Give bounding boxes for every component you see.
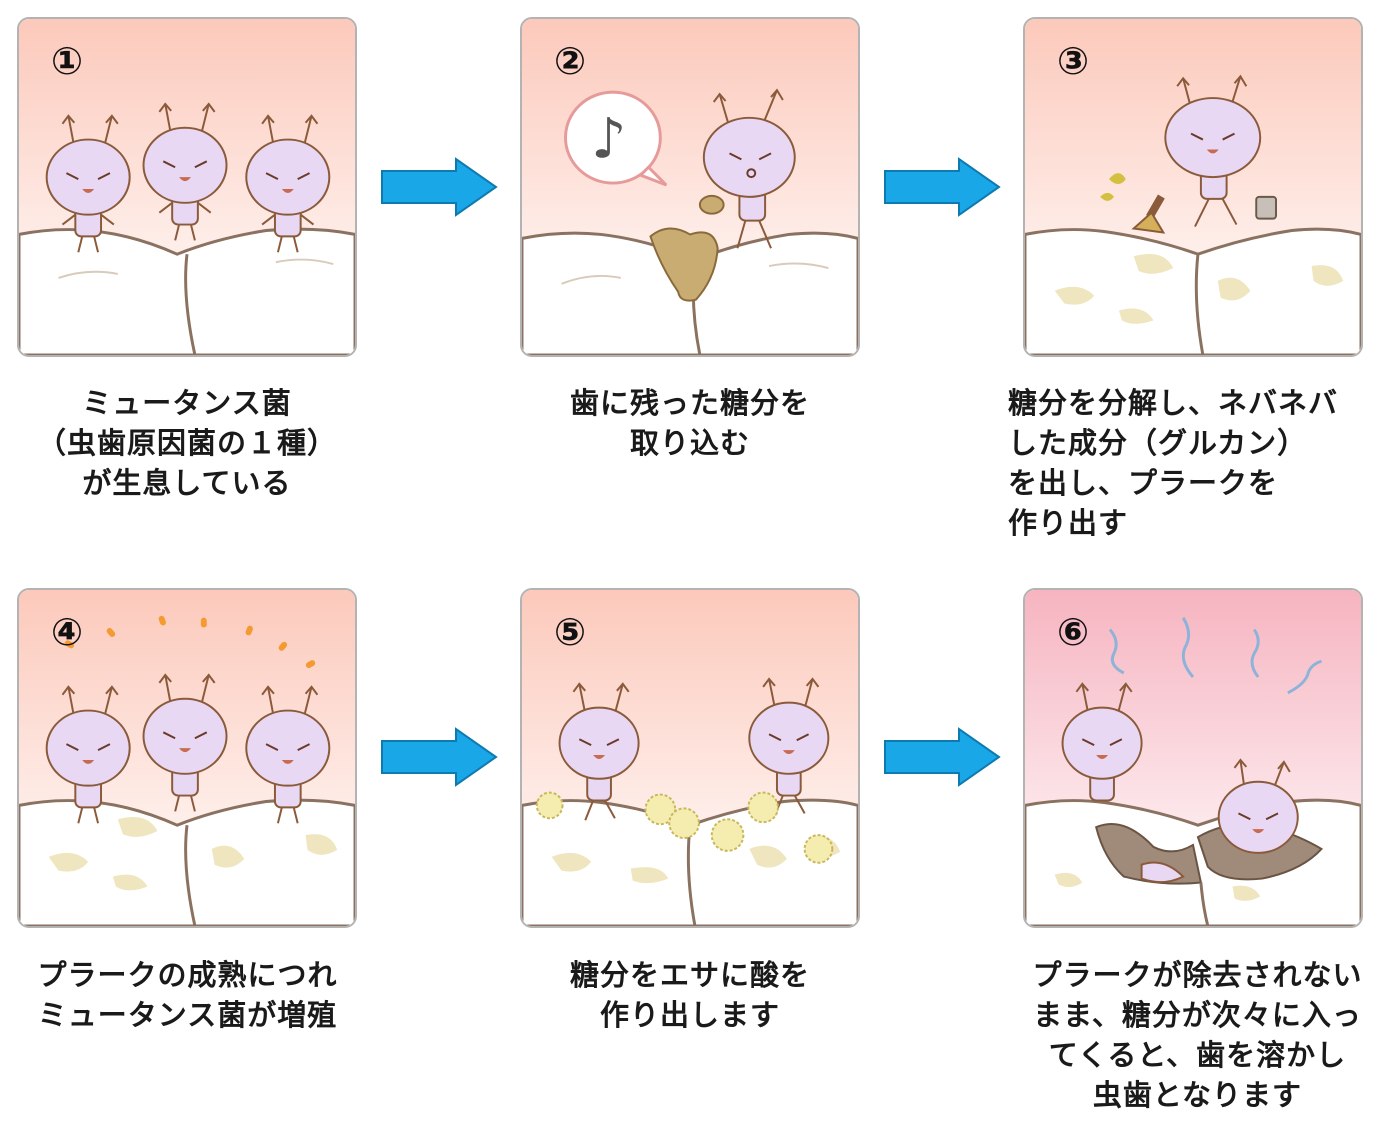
step-4-caption: プラークの成熟につれ ミュータンス菌が増殖 — [37, 958, 338, 1032]
arrow-2-to-3 — [884, 157, 1001, 217]
step-5-number: ⑤ — [554, 610, 587, 654]
step-3-caption: 糖分を分解し、ネバネバ した成分（グルカン） を出し、プラークを 作り出す — [1008, 386, 1339, 540]
step-4-panel: ④ — [17, 588, 357, 928]
arrow-5-to-6 — [884, 727, 1001, 787]
step-6-caption: プラークが除去されない まま、糖分が次々に入っ てくると、歯を溶かし 虫歯となり… — [1032, 958, 1363, 1112]
step-6-number: ⑥ — [1057, 610, 1090, 654]
step-4-number: ④ — [51, 610, 84, 654]
step-1-panel: ① — [17, 17, 357, 357]
step-2-number: ② — [554, 39, 587, 83]
step-5-caption: 糖分をエサに酸を 作り出します — [569, 958, 810, 1032]
step-1-caption: ミュータンス菌 （虫歯原因菌の１種） が生息している — [36, 386, 337, 500]
step-3-panel: ③ — [1023, 17, 1363, 357]
svg-text:♪: ♪ — [591, 107, 626, 171]
step-5-panel: ⑤ — [520, 588, 860, 928]
step-3-number: ③ — [1057, 39, 1090, 83]
step-6-panel: ⑥ — [1023, 588, 1363, 928]
arrow-1-to-2 — [381, 157, 498, 217]
step-2-panel: ♪ ② — [520, 17, 860, 357]
arrow-4-to-5 — [381, 727, 498, 787]
step-1-number: ① — [51, 39, 84, 83]
step-2-caption: 歯に残った糖分を 取り込む — [569, 386, 810, 460]
